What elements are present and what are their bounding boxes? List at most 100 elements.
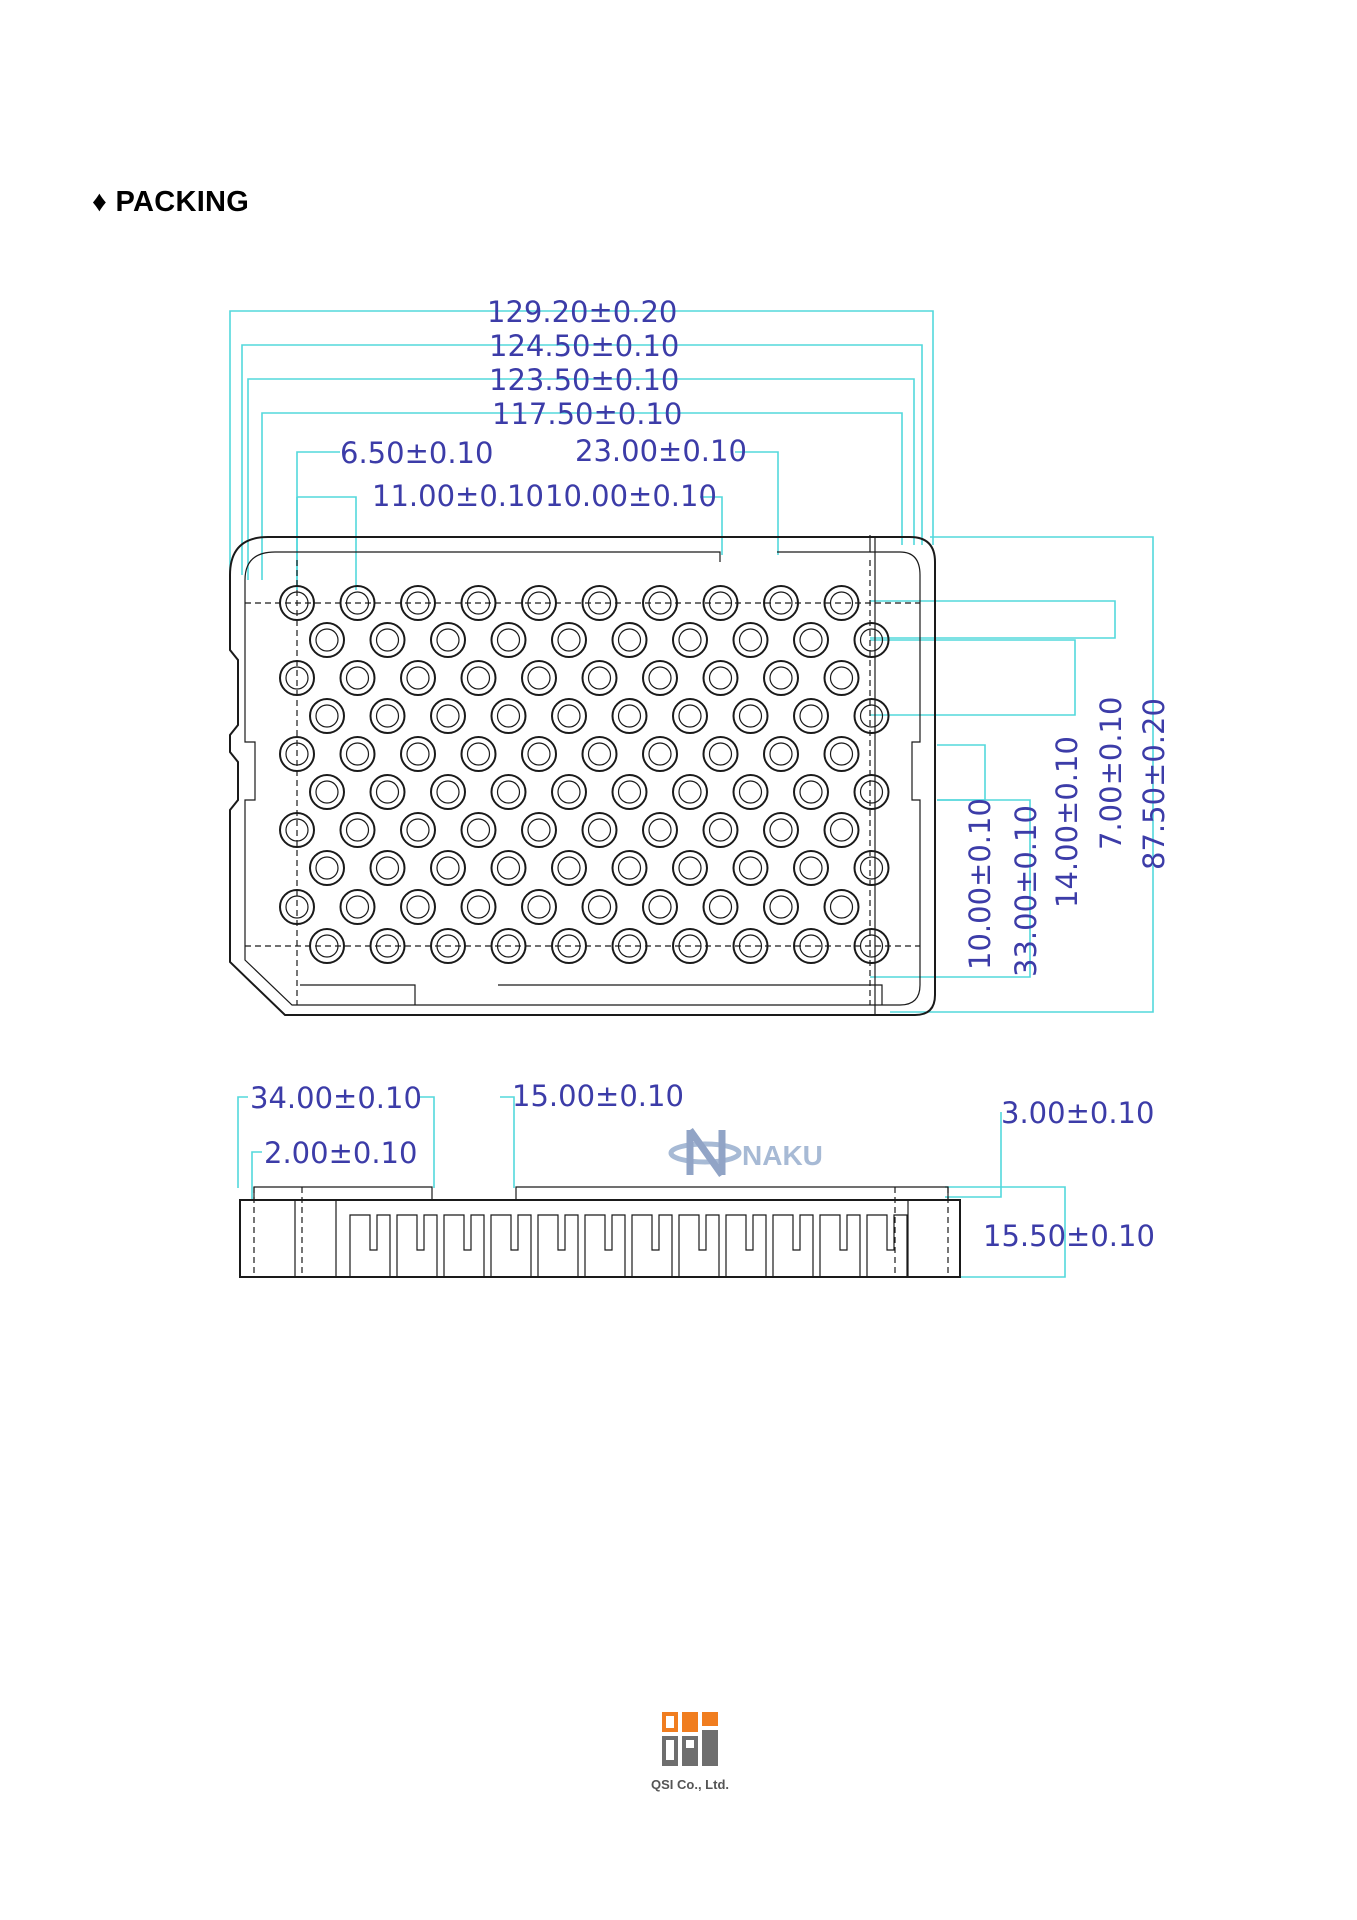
pocket-inner <box>859 856 884 880</box>
pocket <box>642 812 678 848</box>
pocket-inner <box>527 591 551 615</box>
pocket <box>400 889 436 925</box>
pocket <box>430 928 466 964</box>
pocket <box>672 850 708 886</box>
pocket-inner <box>436 934 460 958</box>
pocket <box>853 928 890 964</box>
pocket <box>309 698 345 734</box>
pocket <box>279 812 315 848</box>
pocket-inner <box>708 895 733 919</box>
pocket-inner <box>315 856 339 880</box>
pocket <box>400 585 436 621</box>
pocket <box>581 736 618 772</box>
pocket <box>702 889 739 925</box>
pocket <box>490 698 527 734</box>
pocket <box>521 736 557 772</box>
pocket-inner <box>466 666 491 690</box>
pocket-inner <box>678 780 702 804</box>
pocket <box>460 736 497 772</box>
pocket <box>309 928 345 964</box>
pocket-inner <box>617 856 642 880</box>
pocket <box>853 622 890 658</box>
pocket <box>672 774 708 810</box>
pocket <box>430 850 466 886</box>
pocket-inner <box>859 780 884 804</box>
pocket <box>339 889 376 925</box>
pocket-inner <box>466 742 491 766</box>
pocket <box>279 660 315 696</box>
pocket-inner <box>496 856 521 880</box>
pocket-inner <box>617 704 642 728</box>
pocket-inner <box>708 818 733 842</box>
pocket <box>763 660 799 696</box>
pocket <box>611 928 648 964</box>
pocket <box>309 622 345 658</box>
dim-124-50: 124.50±0.10 <box>489 329 679 363</box>
pocket <box>732 850 769 886</box>
pocket-inner <box>678 628 702 652</box>
dim-15-50: 15.50±0.10 <box>983 1219 1155 1253</box>
pocket <box>460 585 497 621</box>
pocket-inner <box>829 666 854 690</box>
pocket-inner <box>557 856 581 880</box>
pocket <box>642 585 678 621</box>
pocket-inner <box>859 934 884 958</box>
side-pocket-cavities <box>349 1214 908 1277</box>
pocket-inner <box>527 895 551 919</box>
pocket-inner <box>708 666 733 690</box>
pocket <box>853 698 890 734</box>
pocket <box>521 812 557 848</box>
pocket <box>490 774 527 810</box>
pocket <box>551 774 587 810</box>
pocket-inner <box>315 780 339 804</box>
side-cavity <box>631 1214 673 1277</box>
pocket-inner <box>769 742 793 766</box>
pocket <box>430 622 466 658</box>
tray-top-outline <box>229 535 936 1016</box>
pocket <box>369 774 406 810</box>
pocket <box>460 660 497 696</box>
pocket-inner <box>648 742 672 766</box>
pocket-inner <box>617 780 642 804</box>
pocket-inner <box>285 742 309 766</box>
pocket <box>490 850 527 886</box>
pocket <box>339 660 376 696</box>
pocket <box>642 889 678 925</box>
pocket-inner <box>557 780 581 804</box>
pocket <box>793 850 829 886</box>
pocket <box>823 812 860 848</box>
pocket-inner <box>496 628 521 652</box>
pocket-inner <box>617 934 642 958</box>
dim-11-00: 11.00±0.10 <box>372 479 544 513</box>
pocket-inner <box>285 895 309 919</box>
pocket <box>581 889 618 925</box>
pocket <box>763 585 799 621</box>
naku-watermark-text: NAKU <box>742 1140 823 1171</box>
pocket-inner <box>738 704 763 728</box>
pocket-inner <box>799 856 823 880</box>
dim-10-00-top: 10.00±0.10 <box>545 479 717 513</box>
pocket-inner <box>708 591 733 615</box>
pocket-inner <box>859 704 884 728</box>
dim-6-50: 6.50±0.10 <box>340 436 493 470</box>
naku-watermark: NAKU <box>668 1127 823 1178</box>
heading-title: PACKING <box>115 186 250 218</box>
pocket-inner <box>829 818 854 842</box>
pocket-inner <box>436 628 460 652</box>
diamond-bullet-icon: ♦ <box>92 186 108 218</box>
dim-7-00: 7.00±0.10 <box>1094 697 1128 850</box>
pocket <box>521 585 557 621</box>
pocket <box>823 585 860 621</box>
pocket <box>490 928 527 964</box>
pocket-inner <box>406 666 430 690</box>
pocket <box>551 622 587 658</box>
pocket-inner <box>315 934 339 958</box>
pocket-inner <box>527 818 551 842</box>
dim-3-00: 3.00±0.10 <box>1001 1096 1154 1130</box>
pocket <box>430 774 466 810</box>
pocket-inner <box>345 591 370 615</box>
pocket-inner <box>587 591 612 615</box>
pocket-inner <box>678 704 702 728</box>
pocket <box>732 774 769 810</box>
